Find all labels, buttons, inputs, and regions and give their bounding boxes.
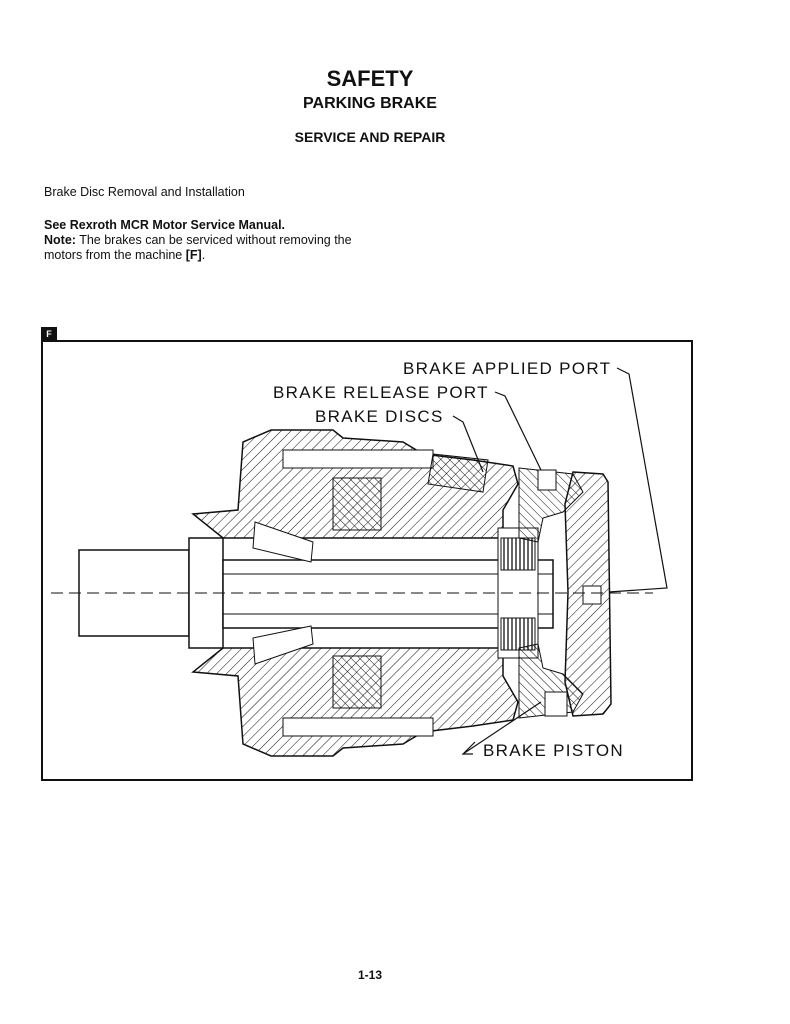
page-number: 1-13: [357, 968, 383, 982]
note-end: .: [201, 248, 206, 262]
callout-release-port: BRAKE RELEASE PORT: [273, 383, 489, 402]
callout-brake-discs: BRAKE DISCS: [315, 407, 444, 426]
figure-tag: F: [41, 327, 57, 342]
callout-brake-piston: BRAKE PISTON: [483, 741, 624, 760]
section-title: SAFETY: [326, 66, 414, 91]
brake-motor-diagram: BRAKE APPLIED PORT BRAKE RELEASE PORT BR…: [41, 340, 693, 781]
callout-lines: [452, 367, 668, 755]
topic-title: SERVICE AND REPAIR: [294, 129, 446, 145]
note-label: Note:: [44, 233, 76, 247]
procedure-title: Brake Disc Removal and Installation: [44, 185, 245, 199]
figure-reference: [F]: [185, 248, 202, 262]
manual-reference: See Rexroth MCR Motor Service Manual.: [44, 218, 286, 232]
subsection-title: PARKING BRAKE: [303, 95, 437, 112]
note-text: The brakes can be serviced without remov…: [44, 233, 352, 262]
motor-cross-section: BRAKE APPLIED PORT BRAKE RELEASE PORT BR…: [51, 359, 668, 760]
note-paragraph: Note: The brakes can be serviced without…: [44, 233, 374, 263]
brake-section: [497, 467, 612, 719]
callout-applied-port: BRAKE APPLIED PORT: [403, 359, 611, 378]
